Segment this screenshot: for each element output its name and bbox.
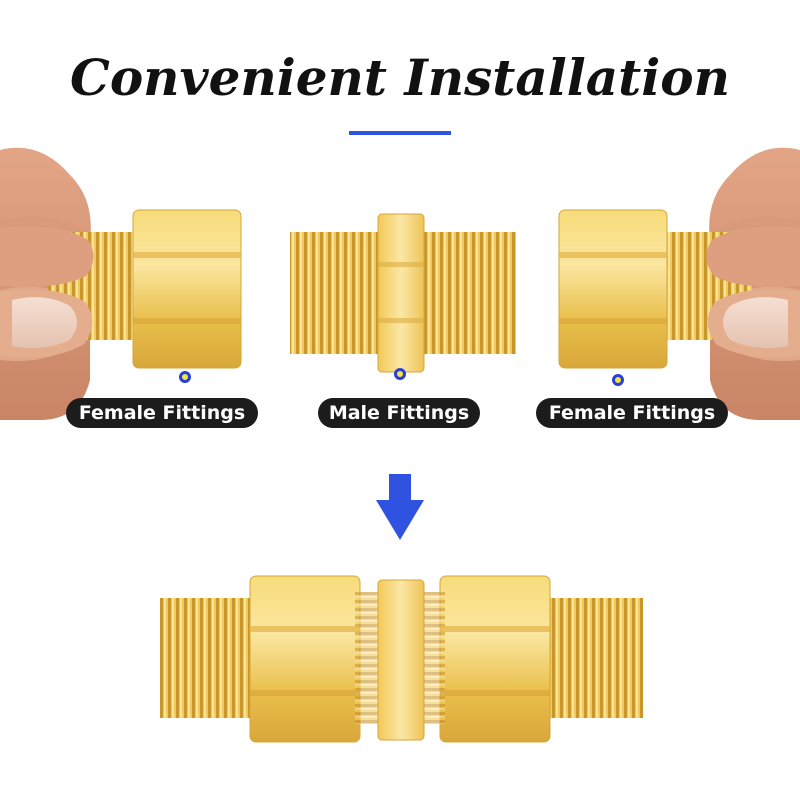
indicator-dot	[612, 374, 624, 386]
center-male-fitting	[290, 213, 516, 373]
arrow-down-icon	[376, 474, 424, 540]
label-female-fittings-left: Female Fittings	[66, 398, 258, 428]
title-underline	[349, 131, 451, 135]
page-title: Convenient Installation	[70, 48, 730, 107]
label-female-fittings-right: Female Fittings	[536, 398, 728, 428]
indicator-dot	[394, 368, 406, 380]
assembled-fitting	[160, 575, 643, 743]
label-male-fittings: Male Fittings	[318, 398, 480, 428]
indicator-dot	[179, 371, 191, 383]
